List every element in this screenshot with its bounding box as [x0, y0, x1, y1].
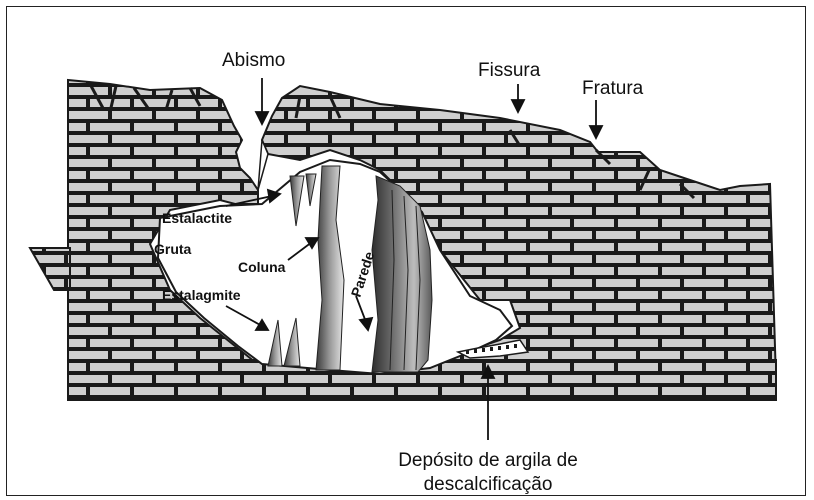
callout-arrows [225, 78, 604, 440]
label-fratura: Fratura [582, 78, 644, 99]
stalagmite-1 [267, 319, 283, 367]
rock-left-edge [28, 247, 71, 291]
label-deposito-line2: descalcificação [424, 474, 553, 495]
column [315, 165, 345, 371]
label-deposito-line1: Depósito de argila de [398, 450, 578, 471]
stalactite-1 [289, 175, 305, 227]
surface-cracks [88, 83, 696, 200]
label-coluna: Coluna [238, 259, 286, 275]
abyss-opening [257, 139, 269, 191]
label-gruta: Gruta [154, 241, 192, 257]
stalagmite-2 [283, 317, 301, 367]
wall-striations [389, 189, 421, 371]
label-abismo: Abismo [222, 50, 285, 71]
label-fissura: Fissura [478, 60, 541, 81]
clay-deposit [455, 339, 530, 359]
stalactite-2 [305, 173, 317, 207]
label-estalagmite: Estalagmite [162, 287, 241, 303]
label-estalactite: Estalactite [162, 210, 232, 226]
